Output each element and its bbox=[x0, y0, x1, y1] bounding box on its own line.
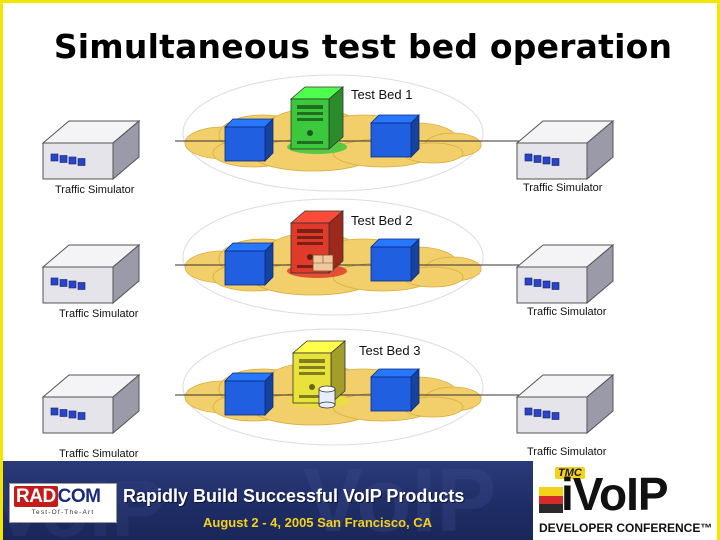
traffic-simulator-icon bbox=[43, 121, 139, 179]
switch-icon bbox=[225, 119, 273, 161]
traffic-simulator-icon bbox=[517, 375, 613, 433]
switch-icon bbox=[225, 373, 273, 415]
traffic-simulator-icon bbox=[43, 245, 139, 303]
traffic-simulator-icon bbox=[517, 245, 613, 303]
banner-tagline: Rapidly Build Successful VoIP Products bbox=[123, 486, 464, 507]
test-bed-label: Test Bed 2 bbox=[351, 213, 412, 228]
server-icon bbox=[287, 87, 347, 154]
developer-conference-label: DEVELOPER CONFERENCE™ bbox=[539, 521, 712, 535]
traffic-simulator-icon bbox=[43, 375, 139, 433]
test-bed-1: Test Bed 1 Traffic Simulator Traffic Simul… bbox=[43, 75, 613, 196]
server-icon bbox=[287, 211, 347, 278]
test-bed-label: Test Bed 3 bbox=[359, 343, 420, 358]
banner-dates: August 2 - 4, 2005 San Francisco, CA bbox=[203, 515, 432, 530]
left-simulator-label: Traffic Simulator bbox=[55, 184, 135, 196]
switch-icon bbox=[225, 243, 273, 285]
wall-icon bbox=[313, 255, 333, 271]
flag-icon bbox=[539, 487, 563, 513]
right-simulator-label: Traffic Simulator bbox=[527, 446, 607, 458]
tmc-ivoip-logo: TMC iVoIP DEVELOPER CONFERENCE™ bbox=[533, 461, 720, 540]
test-bed-label: Test Bed 1 bbox=[351, 87, 412, 102]
radcom-logo-tagline: Test-Of-The-Art bbox=[14, 509, 112, 516]
traffic-simulator-icon bbox=[517, 121, 613, 179]
test-bed-3: Test Bed 3 Traffic Simulator Traffic Simul… bbox=[43, 329, 613, 460]
database-icon bbox=[319, 386, 335, 408]
switch-icon bbox=[371, 115, 419, 157]
left-simulator-label: Traffic Simulator bbox=[59, 308, 139, 320]
switch-icon bbox=[371, 239, 419, 281]
right-simulator-label: Traffic Simulator bbox=[527, 306, 607, 318]
right-simulator-label: Traffic Simulator bbox=[523, 182, 603, 194]
ivoip-wordmark: iVoIP bbox=[561, 469, 668, 519]
switch-icon bbox=[371, 369, 419, 411]
left-simulator-label: Traffic Simulator bbox=[59, 448, 139, 460]
test-bed-2: Test Bed 2 Traffic Simulator Traffic Simul… bbox=[43, 199, 613, 320]
server-icon bbox=[289, 341, 349, 408]
